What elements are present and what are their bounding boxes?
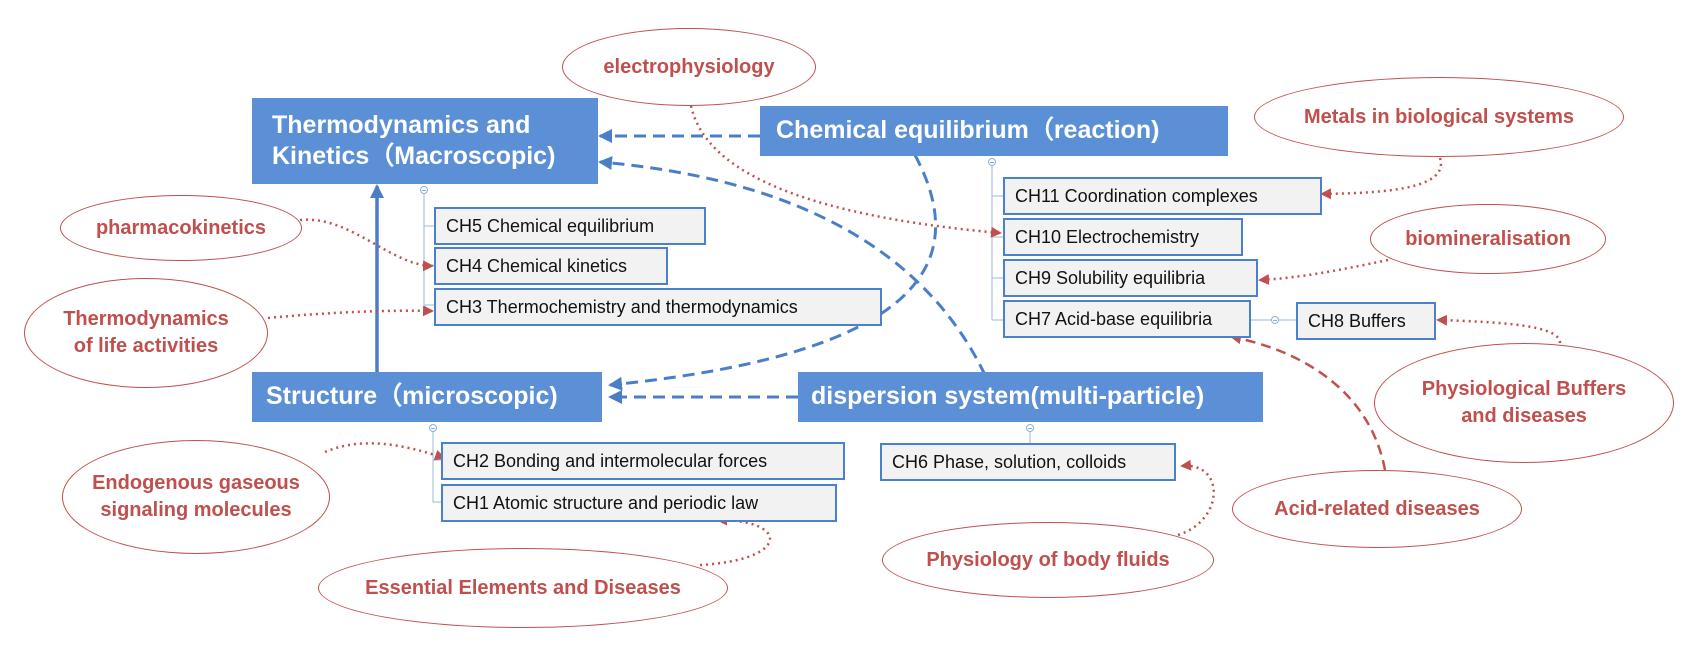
node-chemical-equilibrium-label: Chemical equilibrium（reaction)	[776, 116, 1160, 145]
chapter-ch9[interactable]: CH9 Solubility equilibria	[1003, 259, 1258, 297]
chapter-ch7-label: CH7 Acid-base equilibria	[1015, 308, 1213, 329]
pharmacokinetics-link	[299, 218, 434, 272]
thermo-life-link	[267, 305, 434, 320]
chapter-ch11-label: CH11 Coordination complexes	[1015, 185, 1258, 206]
topic-acid-related-diseases[interactable]: Acid-related diseases	[1232, 470, 1522, 548]
collapse-toggle[interactable]	[1026, 424, 1034, 432]
chapter-ch11[interactable]: CH11 Coordination complexes	[1003, 177, 1322, 215]
topic-acid-related-diseases-label: Acid-related diseases	[1274, 497, 1480, 520]
essential-link	[699, 514, 772, 567]
chapter-ch5-label: CH5 Chemical equilibrium	[446, 215, 655, 236]
chapter-ch8[interactable]: CH8 Buffers	[1296, 302, 1436, 340]
topic-body-fluids[interactable]: Physiology of body fluids	[882, 522, 1214, 598]
chapter-ch2-label: CH2 Bonding and intermolecular forces	[453, 450, 768, 471]
topic-essential-elements[interactable]: Essential Elements and Diseases	[318, 548, 728, 628]
topic-endogenous-gaseous-label: Endogenous gaseous signaling molecules	[92, 472, 300, 521]
node-structure-label: Structure（microscopic)	[266, 382, 558, 411]
topic-thermodynamics-life[interactable]: Thermodynamics of life activities	[24, 278, 268, 388]
chapter-ch8-label: CH8 Buffers	[1308, 310, 1406, 331]
chapter-ch7[interactable]: CH7 Acid-base equilibria	[1003, 300, 1251, 338]
topic-electrophysiology[interactable]: electrophysiology	[562, 28, 816, 106]
chapter-ch3-label: CH3 Thermochemistry and thermodynamics	[446, 296, 798, 317]
topic-endogenous-gaseous[interactable]: Endogenous gaseous signaling molecules	[62, 440, 330, 554]
chapter-ch3[interactable]: CH3 Thermochemistry and thermodynamics	[434, 288, 882, 326]
collapse-toggle[interactable]	[420, 186, 428, 194]
node-dispersion-system-label: dispersion system(multi-particle)	[811, 382, 1205, 411]
body-fluids-link	[1177, 459, 1215, 537]
physio-buffers-link	[1436, 314, 1562, 344]
node-structure[interactable]: Structure（microscopic)	[252, 372, 602, 422]
topic-physiological-buffers[interactable]: Physiological Buffers and diseases	[1374, 343, 1674, 463]
blue-arrows	[370, 129, 987, 404]
collapse-toggle[interactable]	[988, 158, 996, 166]
chapter-ch6[interactable]: CH6 Phase, solution, colloids	[880, 443, 1176, 481]
topic-biomineralisation[interactable]: biomineralisation	[1370, 204, 1606, 274]
topic-body-fluids-label: Physiology of body fluids	[926, 548, 1170, 571]
chapter-ch10[interactable]: CH10 Electrochemistry	[1003, 218, 1243, 256]
chapter-ch1-label: CH1 Atomic structure and periodic law	[453, 492, 759, 513]
topic-essential-elements-label: Essential Elements and Diseases	[365, 576, 681, 599]
electrophysiology-link	[688, 99, 1002, 238]
chapter-ch2[interactable]: CH2 Bonding and intermolecular forces	[441, 442, 845, 480]
gaseous-link	[324, 442, 446, 461]
topic-biomineralisation-label: biomineralisation	[1405, 227, 1571, 250]
topic-pharmacokinetics[interactable]: pharmacokinetics	[60, 195, 302, 261]
chapter-ch1[interactable]: CH1 Atomic structure and periodic law	[441, 484, 837, 522]
dispersion-to-thermo-arrow	[598, 156, 987, 376]
topic-physiological-buffers-label: Physiological Buffers and diseases	[1421, 378, 1627, 427]
biomineralisation-link	[1258, 258, 1389, 286]
node-thermodynamics-kinetics-label: Thermodynamics and Kinetics（Macroscopic)	[272, 110, 556, 170]
chapter-ch9-label: CH9 Solubility equilibria	[1015, 267, 1206, 288]
chapter-ch5[interactable]: CH5 Chemical equilibrium	[434, 207, 706, 245]
node-chemical-equilibrium[interactable]: Chemical equilibrium（reaction)	[760, 106, 1228, 156]
node-dispersion-system[interactable]: dispersion system(multi-particle)	[798, 372, 1263, 422]
chapter-ch4-label: CH4 Chemical kinetics	[446, 255, 628, 276]
topic-thermodynamics-life-label: Thermodynamics of life activities	[63, 308, 229, 357]
topic-electrophysiology-label: electrophysiology	[603, 55, 775, 78]
topic-pharmacokinetics-label: pharmacokinetics	[95, 216, 267, 239]
topic-metals-biological[interactable]: Metals in biological systems	[1254, 77, 1624, 157]
topic-metals-biological-label: Metals in biological systems	[1303, 105, 1575, 128]
metals-link	[1320, 157, 1443, 200]
chapter-ch10-label: CH10 Electrochemistry	[1015, 226, 1200, 247]
collapse-toggle[interactable]	[1271, 316, 1279, 324]
chapter-ch4[interactable]: CH4 Chemical kinetics	[434, 247, 668, 285]
collapse-toggle[interactable]	[429, 424, 437, 432]
node-thermodynamics-kinetics[interactable]: Thermodynamics and Kinetics（Macroscopic)	[252, 98, 598, 184]
equilibrium-to-structure-arrow	[608, 154, 938, 391]
chapter-ch6-label: CH6 Phase, solution, colloids	[892, 451, 1127, 472]
